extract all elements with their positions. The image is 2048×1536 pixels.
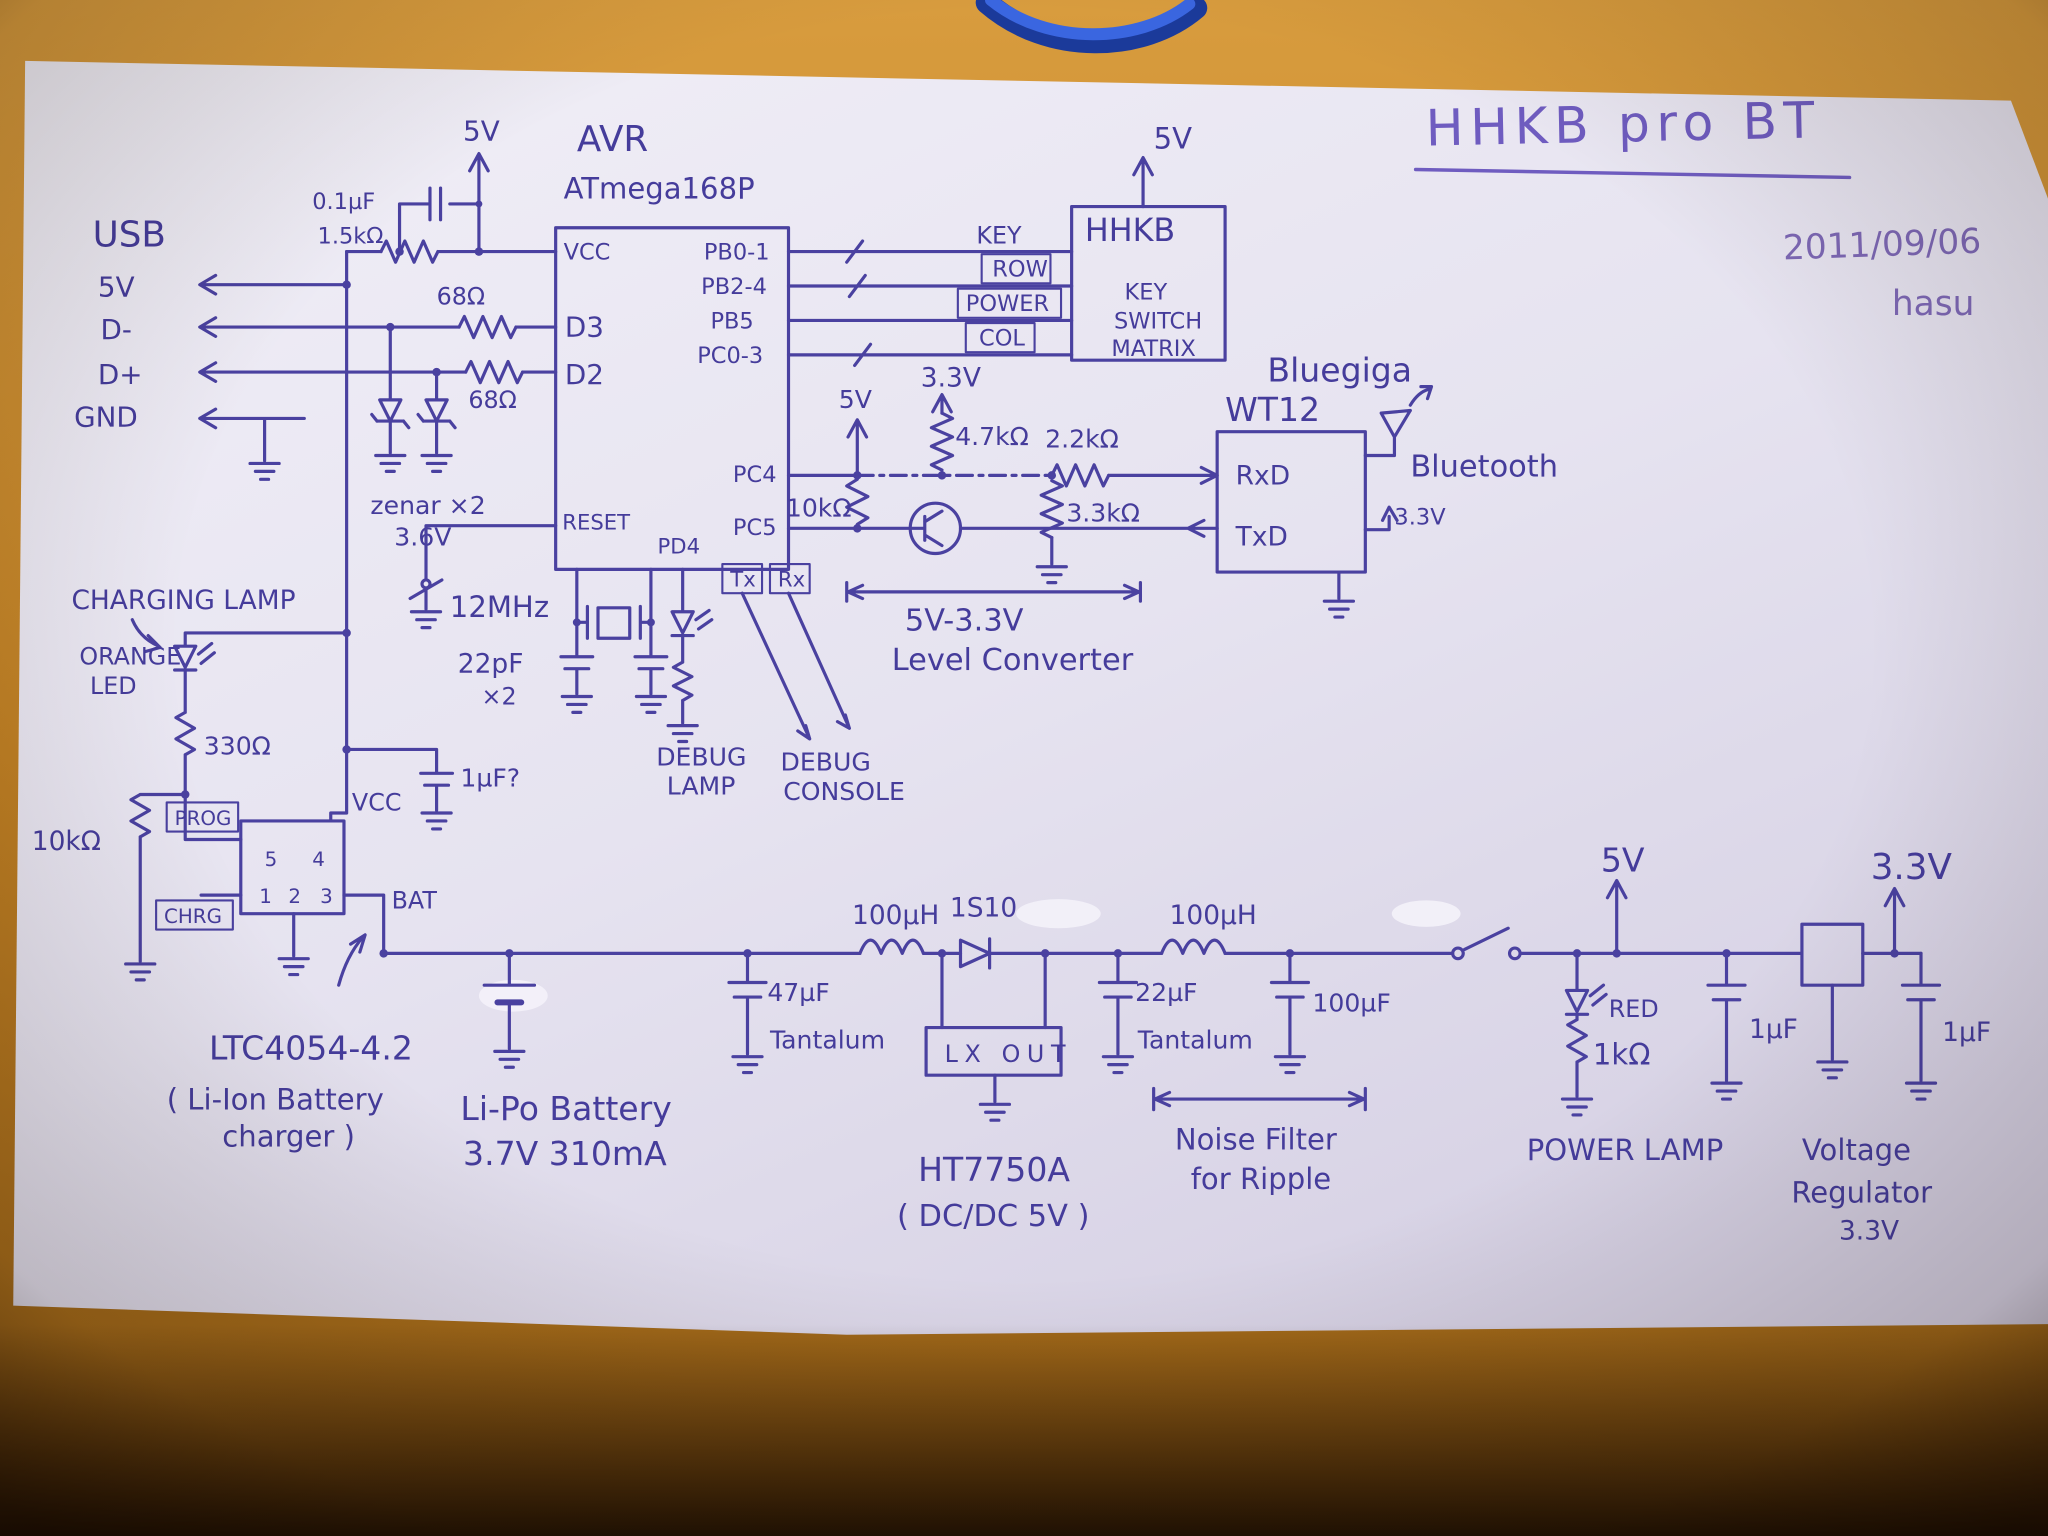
schematic-svg: HHKB pro BT 2011/09/06 hasu USB 5V D- D+… bbox=[0, 0, 2048, 1536]
photo-of-schematic: HHKB pro BT 2011/09/06 hasu USB 5V D- D+… bbox=[0, 0, 2048, 1536]
vignette bbox=[0, 0, 2048, 1536]
